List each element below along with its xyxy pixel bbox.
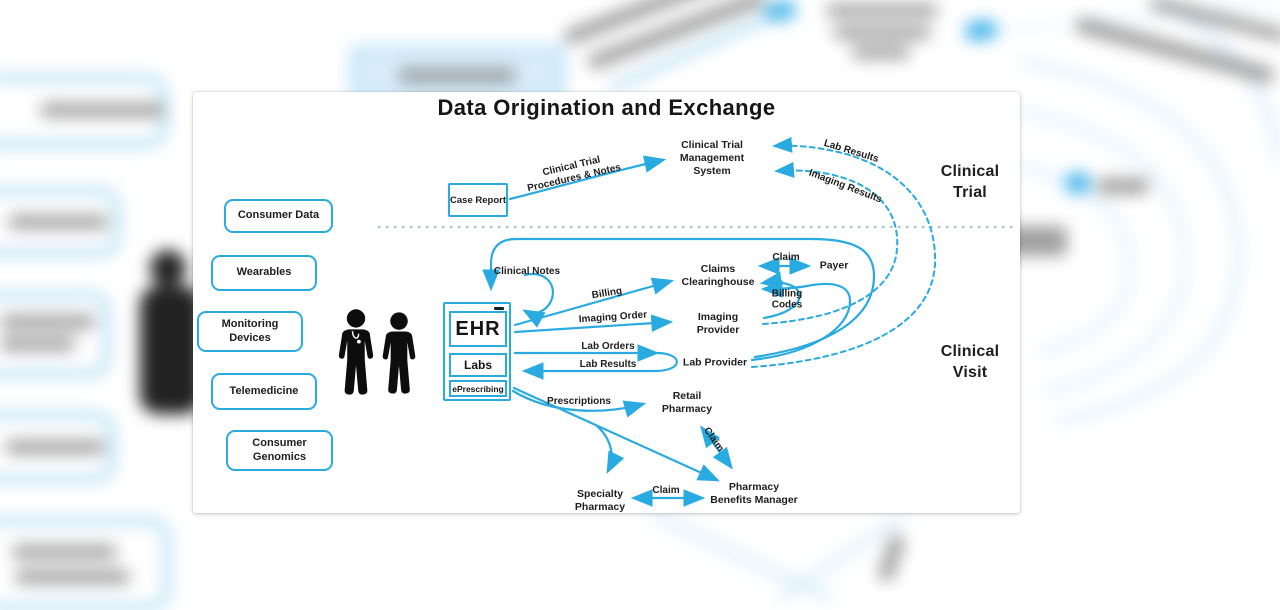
bg-person-blob: [150, 250, 186, 286]
patient-icon: [382, 312, 416, 394]
bg-text-blob: [0, 337, 75, 351]
edge-label-claim-specialty: Claim: [652, 484, 680, 496]
bg-text-blob: [0, 315, 95, 329]
labs-module: Labs: [449, 353, 507, 377]
node-lab-provider: Lab Provider: [682, 356, 748, 369]
arrow-claim-retail-pbm: [700, 425, 733, 470]
bg-line: [650, 509, 835, 600]
bg-arrowhead-blob: [965, 19, 997, 42]
region-label-clinical-visit: Clinical Visit: [940, 343, 1000, 381]
edge-label-billing-codes: Billing Codes: [771, 288, 803, 310]
bg-line: [775, 510, 909, 600]
arrow-payer-loop-to-ehr: [482, 237, 876, 359]
arrow-clinical-notes-loop: [522, 272, 554, 328]
bg-arrowhead-blob: [1066, 173, 1090, 193]
bg-arc: [1019, 58, 1242, 424]
arrow-eprescribing-pbm: [512, 386, 721, 482]
bg-text-blob: [8, 215, 108, 229]
tablet-button-icon: [494, 307, 504, 310]
source-box-monitoring-devices: Monitoring Devices: [197, 311, 303, 352]
eprescribing-module: ePrescribing: [449, 380, 507, 397]
doctor-icon: [338, 309, 374, 395]
node-payer: Payer: [819, 259, 849, 272]
arrow-billing: [513, 277, 675, 327]
bg-person-blob: [140, 286, 202, 414]
arrow-imaging-provider-to-clearinghouse: [759, 271, 801, 320]
edge-label-clinical-notes: Clinical Notes: [493, 265, 561, 277]
bg-text-blob: [833, 26, 931, 39]
arrow-case-report-to-ctms: [508, 155, 667, 201]
arrow-prescriptions-retail: [511, 389, 647, 418]
region-label-clinical-trial: Clinical Trial: [940, 163, 1000, 201]
case-report-box: Case Report: [448, 183, 508, 217]
bg-text-blob: [12, 545, 117, 559]
ehr-module: EHR: [449, 311, 507, 347]
diagram-arrows: [378, 136, 1016, 507]
arrow-lab-provider-to-clearinghouse: [750, 280, 852, 362]
source-box-consumer-genomics: Consumer Genomics: [226, 430, 333, 471]
source-box-consumer-data: Consumer Data: [224, 199, 333, 233]
source-box-telemedicine: Telemedicine: [211, 373, 317, 410]
diagram-title: Data Origination and Exchange: [437, 95, 776, 120]
node-pharmacy-benefits-manager: Pharmacy Benefits Manager: [710, 481, 798, 506]
bg-box: [0, 518, 170, 610]
node-ctms: Clinical Trial Management System: [679, 138, 745, 177]
bg-text-blob: [1097, 178, 1149, 194]
node-specialty-pharmacy: Specialty Pharmacy: [574, 488, 626, 513]
edge-label-prescriptions: Prescriptions: [547, 395, 611, 407]
bg-text-blob: [40, 103, 165, 117]
arrow-branch-specialty: [594, 423, 625, 474]
bg-box: [0, 292, 110, 377]
node-imaging-provider: Imaging Provider: [696, 311, 740, 336]
bg-text-blob: [15, 570, 130, 584]
bg-arc: [1019, 109, 1189, 395]
diagram-panel: Data Origination and Exchange: [193, 92, 1020, 513]
bg-text-blob: [826, 4, 938, 17]
bg-text-blob: [852, 46, 910, 59]
edge-label-lab-orders: Lab Orders: [581, 340, 635, 352]
bg-text-blob: [398, 68, 516, 83]
arrow-imaging-order: [513, 314, 674, 334]
source-box-wearables: Wearables: [211, 255, 317, 291]
bg-arc: [1019, 164, 1134, 355]
edge-label-lab-results: Lab Results: [579, 358, 637, 370]
arrow-imaging-results-to-ctms: [762, 161, 899, 325]
arrow-lab-results-to-ctms: [751, 136, 937, 368]
node-claims-clearinghouse: Claims Clearinghouse: [681, 263, 755, 288]
edge-label-claim-payer: Claim: [772, 251, 800, 263]
bg-text-blob: [5, 440, 105, 454]
ehr-system-box: EHR Labs ePrescribing: [443, 302, 511, 401]
node-retail-pharmacy: Retail Pharmacy: [661, 390, 713, 415]
lab-uturn-curve: [653, 351, 678, 373]
